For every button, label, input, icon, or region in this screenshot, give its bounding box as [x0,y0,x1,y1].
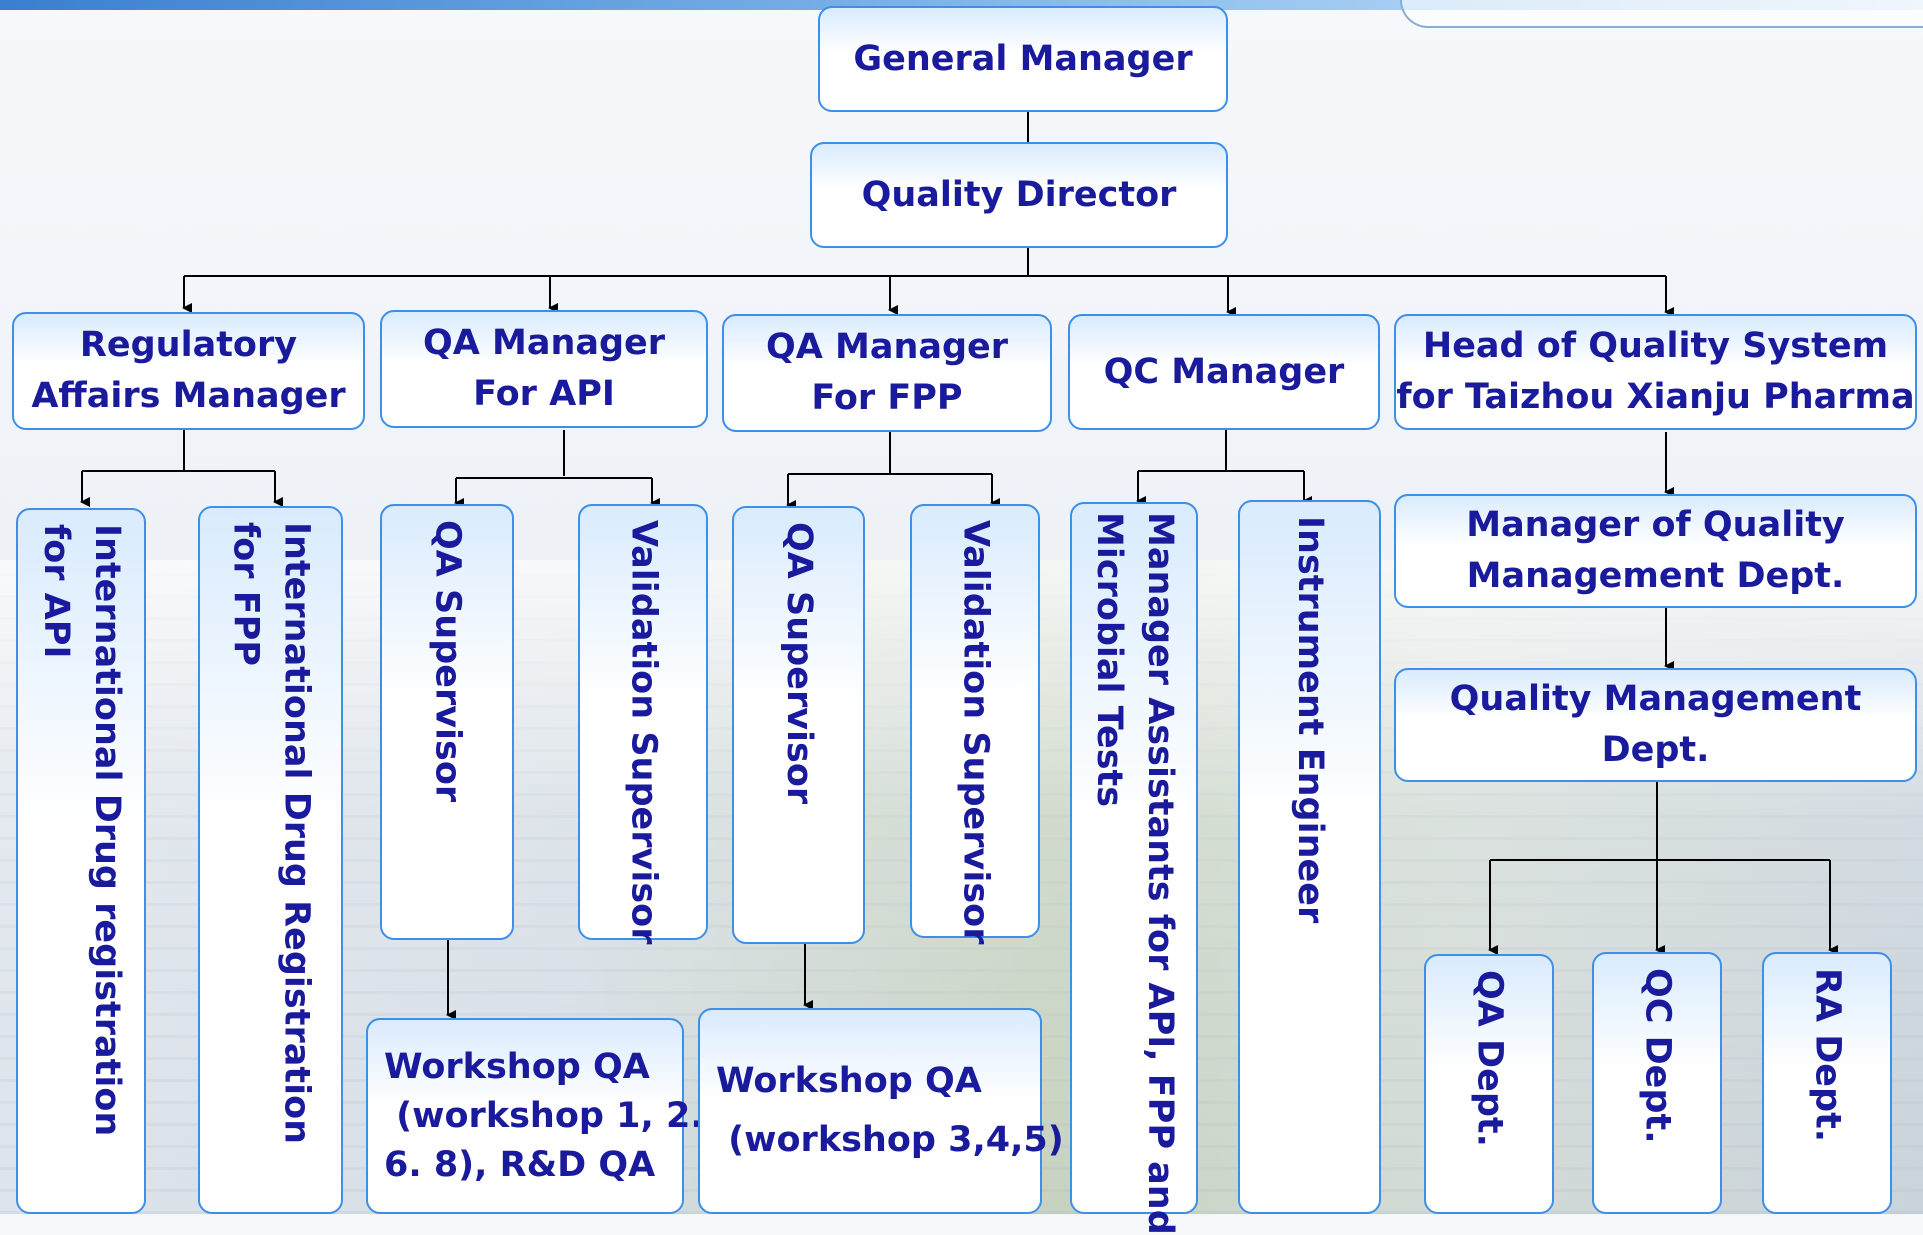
qc-manager-box: QC Manager [1068,314,1380,430]
qc-dept-box: QC Dept. [1592,952,1722,1214]
qa-supervisor-fpp-label: QA Supervisor [778,522,819,805]
regulatory-affairs-manager-label: Regulatory Affairs Manager [31,325,346,416]
regulatory-affairs-manager-box: Regulatory Affairs Manager [12,312,365,430]
workshop-qa-api-box: Workshop QA (workshop 1, 2. 6. 8), R&D Q… [366,1018,704,1214]
manager-quality-management-dept-label: Manager of Quality Management Dept. [1466,505,1845,596]
qc-manager-label: QC Manager [1103,351,1345,392]
validation-supervisor-fpp-label: Validation Supervisor [955,520,996,945]
quality-management-dept-box: Quality Management Dept. [1394,668,1917,782]
intl-drug-registration-api-label: International Drug registration for API [36,524,127,1137]
qa-manager-api-box: QA Manager For API [380,310,708,428]
quality-management-dept-label: Quality Management Dept. [1449,679,1862,770]
manager-assistants-box: Manager Assistants for API, FPP and Micr… [1070,502,1198,1235]
manager-assistants-label: Manager Assistants for API, FPP and Micr… [1089,512,1180,1235]
intl-drug-registration-api-box: International Drug registration for API [16,508,146,1214]
qc-dept-label: QC Dept. [1637,968,1678,1144]
manager-quality-management-dept-box: Manager of Quality Management Dept. [1394,494,1917,608]
qa-manager-api-label: QA Manager For API [422,323,666,414]
workshop-qa-fpp-label: Workshop QA (workshop 3,4,5) [716,1060,1064,1161]
general-manager-box: General Manager [818,6,1228,112]
validation-supervisor-fpp-box: Validation Supervisor [910,504,1040,944]
ra-dept-label: RA Dept. [1807,968,1848,1143]
qa-manager-fpp-label: QA Manager For FPP [765,327,1009,418]
qa-manager-fpp-box: QA Manager For FPP [722,314,1052,432]
validation-supervisor-api-label: Validation Supervisor [623,520,664,945]
ra-dept-box: RA Dept. [1762,952,1892,1214]
intl-drug-registration-fpp-box: International Drug Registration for FPP [198,506,343,1214]
top-banner-bar [0,0,1923,10]
qa-dept-label: QA Dept. [1469,970,1510,1147]
quality-director-box: Quality Director [810,142,1228,248]
intl-drug-registration-fpp-label: International Drug Registration for FPP [225,522,317,1145]
qa-supervisor-api-label: QA Supervisor [427,520,468,803]
head-quality-system-box: Head of Quality System for Taizhou Xianj… [1394,314,1917,430]
quality-director-label: Quality Director [861,174,1177,215]
workshop-qa-fpp-box: Workshop QA (workshop 3,4,5) [698,1008,1064,1214]
general-manager-label: General Manager [853,38,1193,79]
qa-supervisor-fpp-box: QA Supervisor [732,506,865,944]
validation-supervisor-api-box: Validation Supervisor [578,504,708,944]
head-quality-system-label: Head of Quality System for Taizhou Xianj… [1396,326,1915,417]
instrument-engineer-box: Instrument Engineer [1238,500,1381,1214]
workshop-qa-api-label: Workshop QA (workshop 1, 2. 6. 8), R&D Q… [384,1046,704,1185]
qa-supervisor-api-box: QA Supervisor [380,504,514,940]
top-banner-curve [1400,0,1923,28]
instrument-engineer-label: Instrument Engineer [1289,516,1330,924]
qa-dept-box: QA Dept. [1424,954,1554,1214]
